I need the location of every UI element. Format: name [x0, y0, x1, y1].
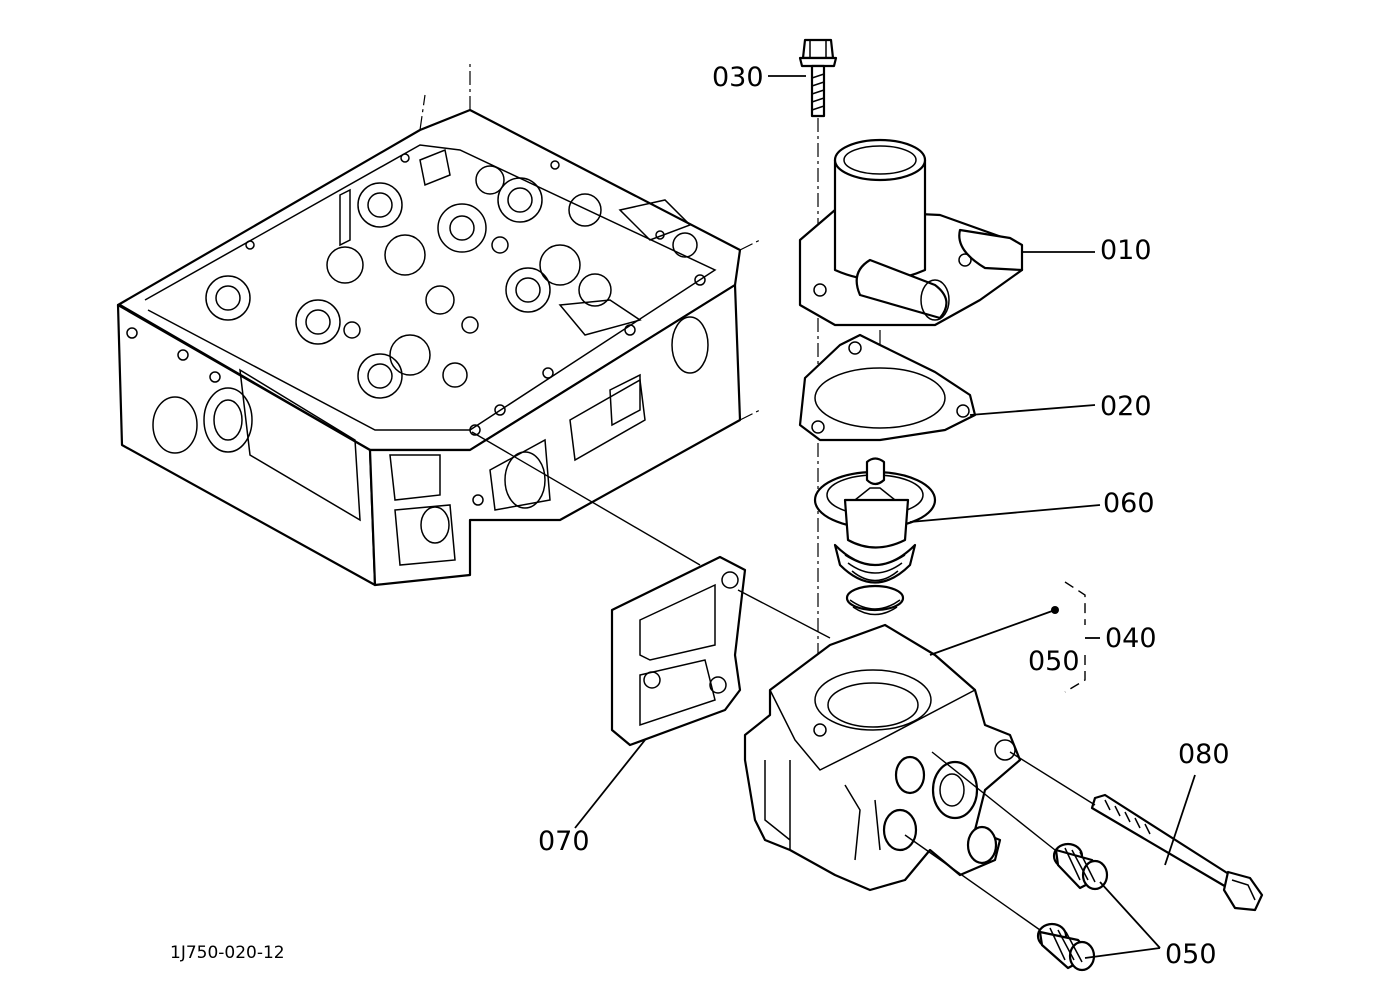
plug-050-lower: [1036, 922, 1096, 972]
callout-030: 030: [712, 62, 764, 93]
callout-040: 040: [1105, 623, 1157, 654]
plug-050-upper: [1052, 842, 1109, 891]
cylinder-head: [116, 60, 761, 587]
thermostat-housing: [743, 623, 1022, 892]
gasket-070: [610, 555, 747, 747]
thermostat-060: [813, 457, 937, 616]
diagram-reference-code: 1J750-020-12: [170, 943, 285, 963]
callout-010: 010: [1100, 235, 1152, 266]
leader-dot: [1051, 606, 1059, 614]
callout-020: 020: [1100, 391, 1152, 422]
callout-060: 060: [1103, 488, 1155, 519]
callout-080: 080: [1178, 739, 1230, 770]
callout-050: 050: [1165, 939, 1217, 970]
callout-070: 070: [538, 826, 590, 857]
bolt-030: [798, 38, 838, 118]
gasket-020: [798, 333, 977, 442]
callout-050-kit: 050: [1028, 646, 1080, 677]
thermostat-cover-010: [798, 138, 1024, 327]
bolt-080: [1090, 793, 1264, 912]
